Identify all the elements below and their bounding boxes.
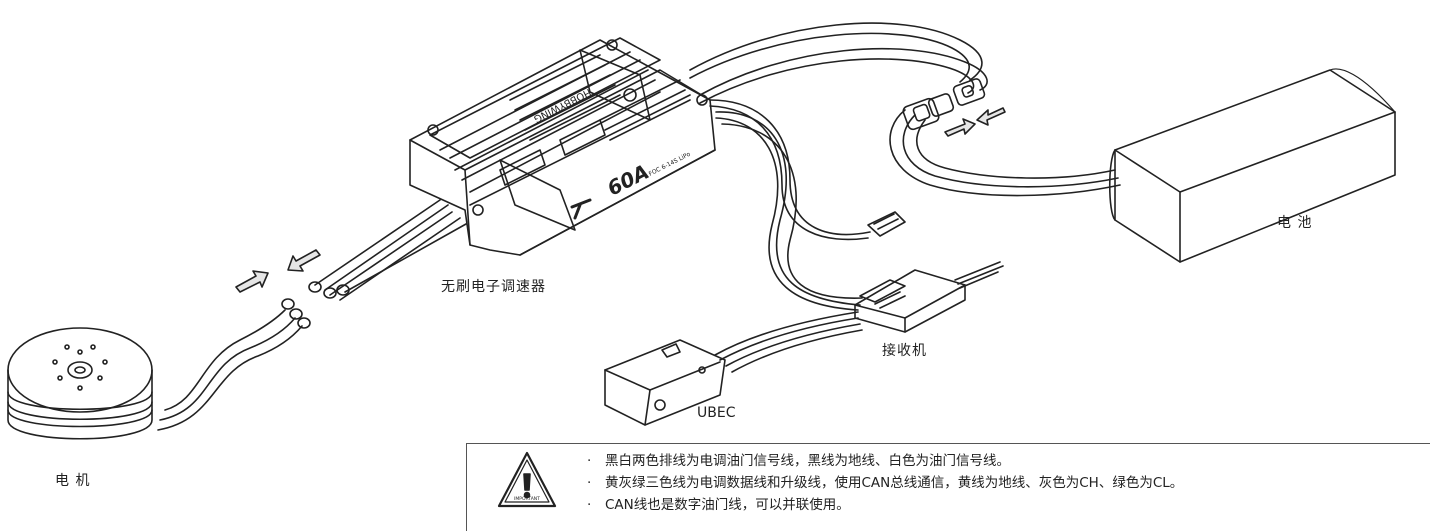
bullet: · [587,475,592,491]
battery-connectors [902,78,986,131]
notes-list: · 黑白两色排线为电调油门信号线，黑线为地线、白色为油门信号线。 · 黄灰绿三色线为… [587,450,1183,516]
bullet: · [587,497,592,513]
note-text: 黑白两色排线为电调油门信号线，黑线为地线、白色为油门信号线。 [605,453,1010,469]
signal-wires [709,99,871,311]
esc-label: 无刷电子调速器 [441,279,546,295]
battery [1109,68,1396,263]
list-item: · CAN线也是数字油门线，可以并联使用。 [587,494,1183,516]
receiver [854,261,1004,333]
esc-phase-wires [308,199,467,301]
list-item: · 黄灰绿三色线为电调数据线和升级线，使用CAN总线通信，黄线为地线、灰色为CH、… [587,472,1183,494]
list-item: · 黑白两色排线为电调油门信号线，黑线为地线、白色为油门信号线。 [587,450,1183,472]
esc-body [409,37,716,256]
ubec-label: UBEC [697,405,736,421]
ubec-wires [714,311,863,373]
motor [7,298,311,440]
motor-label: 电 机 [55,473,91,489]
motor-arrows [235,249,321,293]
note-text: 黄灰绿三色线为电调数据线和升级线，使用CAN总线通信，黄线为地线、灰色为CH、绿… [605,475,1184,491]
receiver-label: 接收机 [882,343,927,359]
battery-cables [689,22,1121,197]
note-text: CAN线也是数字油门线，可以并联使用。 [605,497,850,513]
important-notes: · 黑白两色排线为电调油门信号线，黑线为地线、白色为油门信号线。 · 黄灰绿三色线为… [466,443,1430,531]
servo-plug [867,211,906,237]
ubec [604,339,726,426]
important-warning-icon: IMPORTANT [497,451,557,508]
connector-arrows [944,107,1006,137]
esc-brand-text: HOBBYWING [532,86,593,124]
esc-model-text: 60A [603,159,652,200]
bullet: · [587,453,592,469]
important-icon-text: IMPORTANT [514,496,540,502]
battery-label: 电 池 [1277,215,1313,231]
